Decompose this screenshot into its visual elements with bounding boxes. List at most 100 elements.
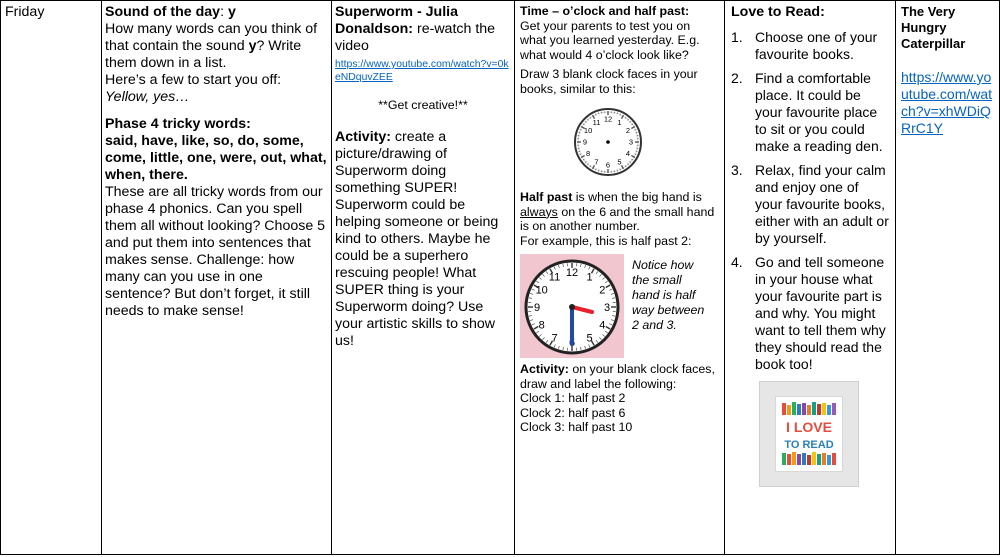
clock-tick	[542, 274, 545, 277]
reading-step: 2.Find a comfortable place. It could be …	[731, 70, 883, 154]
clock-number: 1	[617, 118, 621, 127]
clock-number: 8	[539, 319, 545, 331]
literacy-title: Superworm - Julia Donaldson: re-watch th…	[335, 4, 496, 54]
clock-number: 7	[594, 158, 598, 167]
clock-tick	[536, 280, 540, 284]
clock-number: 12	[566, 267, 578, 279]
clock-task-3: Clock 3: half past 10	[520, 420, 633, 434]
clock-tick	[589, 116, 592, 119]
clock-tick	[629, 121, 632, 123]
clock-number: 5	[617, 158, 621, 167]
clock-number: 10	[584, 126, 592, 135]
clock-tick	[604, 330, 608, 334]
clock-tick	[580, 347, 582, 351]
clock-tick	[580, 125, 585, 130]
clock-tick	[558, 265, 560, 269]
clock-tick	[631, 125, 636, 130]
clock-tick	[635, 132, 638, 134]
clock-tick	[582, 158, 585, 161]
phonics-start: Here’s a few to start you off:	[105, 72, 282, 88]
get-creative: **Get creative!**	[378, 98, 468, 112]
clock-tick	[545, 271, 549, 275]
clock-tick	[582, 123, 585, 126]
maths-cell: Time – o’clock and half past: Get your p…	[514, 0, 724, 555]
book-shelf-icon: I LOVE TO READ	[782, 402, 836, 465]
clock-number: 3	[604, 302, 610, 314]
clock-tick	[588, 344, 591, 348]
poster-line-1: I LOVE	[786, 419, 832, 435]
love-to-read-poster: I LOVE TO READ	[759, 381, 859, 487]
clock-tick	[590, 268, 595, 274]
clock-tick	[635, 150, 638, 152]
clock-number: 4	[626, 149, 630, 158]
literacy-activity: Activity: create a picture/drawing of Su…	[335, 128, 499, 349]
clock-number: 6	[606, 161, 610, 170]
literacy-cell: Superworm - Julia Donaldson: re-watch th…	[331, 0, 514, 555]
clock-task-2: Clock 2: half past 6	[520, 405, 626, 420]
clock-tick	[602, 277, 605, 280]
clock-tick	[579, 153, 582, 155]
clock-tick	[533, 325, 539, 330]
phonics-intro: How many words can you think of that con…	[105, 21, 318, 71]
reading-step: 3.Relax, find your calm and enjoy one of…	[731, 162, 889, 246]
half-past-example: For example, this is half past 2:	[520, 233, 692, 248]
reading-step: 4.Go and tell someone in your house what…	[731, 254, 886, 372]
phonics-cell: Sound of the day: y How many words can y…	[101, 0, 331, 555]
clock-tick	[580, 154, 585, 159]
clock-tick	[528, 315, 532, 317]
clock-tick	[619, 113, 621, 116]
clock-tick	[604, 280, 608, 284]
clock-tick	[599, 274, 602, 277]
clock-tick	[528, 297, 532, 299]
clock-number: 4	[599, 319, 605, 331]
maths-activity: Activity: on your blank clock faces, dra…	[520, 362, 715, 391]
clock-tick	[605, 284, 611, 289]
clock-tick	[531, 323, 535, 326]
phonics-body: These are all tricky words from our phas…	[105, 184, 326, 319]
clock-tick	[553, 344, 556, 348]
clock-tick	[579, 129, 582, 131]
phonics-examples: Yellow, yes…	[105, 89, 190, 105]
sound-of-day: Sound of the day: y	[105, 4, 236, 20]
maths-intro: Get your parents to test you on what you…	[520, 18, 700, 62]
clock-tick	[616, 112, 618, 115]
clock-tick	[587, 163, 589, 166]
clock-number: 9	[534, 302, 540, 314]
clock-tick	[562, 347, 564, 351]
clock-number: 2	[599, 284, 605, 296]
clock-tick	[590, 340, 595, 346]
clock-tick	[530, 293, 534, 295]
clock-tick	[530, 319, 534, 321]
clock-tick	[605, 325, 611, 330]
clock-tick	[549, 268, 554, 274]
clock-tick	[562, 263, 564, 267]
half-past-note: Notice how the small hand is half way be…	[632, 258, 705, 332]
clock-tick	[584, 265, 586, 269]
clock-number: 5	[586, 332, 592, 344]
caterpillar-video-link[interactable]: https://www.youtube.com/watch?v=xhWDiQRr…	[901, 69, 993, 136]
clock-tick	[634, 129, 637, 131]
poster-line-2: TO READ	[784, 439, 833, 451]
clock-tick	[634, 153, 637, 155]
clock-tick	[616, 169, 618, 172]
clock-tick	[588, 266, 591, 270]
story-title: The Very Hungry Caterpillar	[901, 4, 966, 51]
clock-tick	[598, 112, 600, 115]
half-past-explain: Half past is when the big hand is always…	[520, 190, 715, 233]
tricky-words: said, have, like, so, do, some, come, li…	[105, 133, 327, 183]
clock-tick	[584, 161, 587, 163]
clock-tick	[595, 339, 599, 343]
clock-tick	[620, 165, 625, 170]
clock-number: 3	[629, 138, 633, 147]
clock-tick	[631, 154, 636, 159]
superworm-video-link[interactable]: https://www.youtube.com/watch?v=0keNDquv…	[335, 59, 509, 83]
clock-tick	[545, 339, 549, 343]
clock-tick	[629, 161, 632, 163]
clock-tick	[595, 168, 597, 171]
maths-title: Time – o’clock and half past:	[520, 4, 690, 18]
reading-cell: Love to Read: 1.Choose one of your favou…	[724, 0, 895, 555]
clock-tick	[578, 132, 581, 134]
clock-number: 11	[593, 118, 601, 127]
